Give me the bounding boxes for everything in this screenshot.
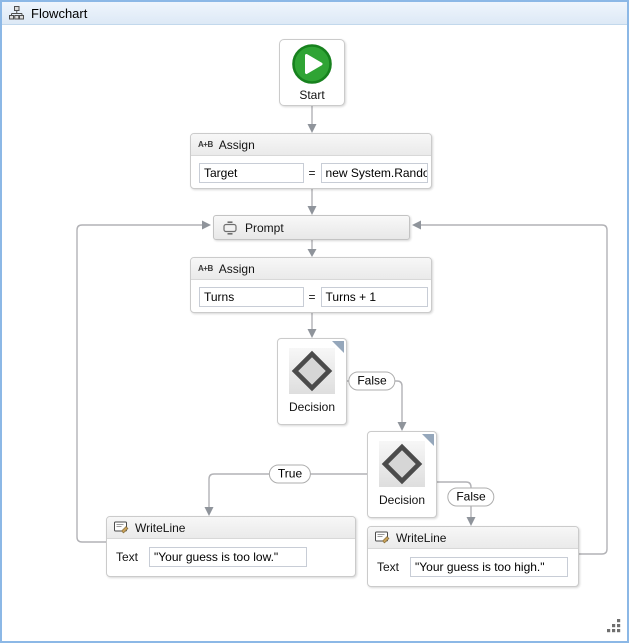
arrowhead-into-prompt-left xyxy=(202,220,211,230)
assign-title: Assign xyxy=(218,261,255,276)
decision-second-node[interactable]: Decision xyxy=(367,431,437,518)
writeline-icon xyxy=(114,521,129,534)
prompt-title: Prompt xyxy=(245,220,284,235)
assign-turns-node[interactable]: A+B Assign Turns = Turns + 1 xyxy=(190,257,432,313)
arrowhead-into-prompt-right xyxy=(412,220,421,230)
arrowhead-into-assign1 xyxy=(307,124,317,133)
writeline-low-node[interactable]: WriteLine Text "Your guess is too low." xyxy=(106,516,356,577)
start-node[interactable]: Start xyxy=(279,39,345,106)
arrowhead-into-decision1 xyxy=(307,329,317,338)
writeline-high-node[interactable]: WriteLine Text "Your guess is too high." xyxy=(367,526,579,587)
decision-label: Decision xyxy=(288,400,336,414)
collapse-corner-icon[interactable] xyxy=(332,341,344,353)
writeline-title: WriteLine xyxy=(135,520,186,535)
activity-icon xyxy=(223,220,237,235)
arrowhead-into-assign2 xyxy=(307,249,317,257)
designer-header[interactable]: Flowchart xyxy=(2,2,627,25)
start-label: Start xyxy=(299,88,325,102)
assign-icon: A+B xyxy=(198,264,213,273)
decision-diamond-icon xyxy=(291,350,333,392)
decision-first-node[interactable]: Decision xyxy=(277,338,347,425)
text-label: Text xyxy=(377,560,400,574)
writeline-title: WriteLine xyxy=(396,530,447,545)
assign-to-field[interactable]: Target xyxy=(199,163,304,183)
assign-value-field[interactable]: Turns + 1 xyxy=(320,287,428,307)
branch-label-true: True xyxy=(268,464,312,484)
decision-icon-panel xyxy=(379,441,425,487)
connector-loop-left xyxy=(76,224,202,543)
decision-icon-panel xyxy=(289,348,335,394)
decision-label: Decision xyxy=(378,493,426,507)
equals-sign: = xyxy=(308,166,316,180)
writeline-text-field[interactable]: "Your guess is too high." xyxy=(410,557,569,577)
branch-label-false-1: False xyxy=(348,371,396,391)
assign-icon: A+B xyxy=(198,140,213,149)
assign-to-field[interactable]: Turns xyxy=(199,287,304,307)
arrowhead-into-prompt-top xyxy=(307,206,317,215)
resize-grip[interactable] xyxy=(607,619,622,634)
assign-target-node[interactable]: A+B Assign Target = new System.Random xyxy=(190,133,432,189)
writeline-low-header[interactable]: WriteLine xyxy=(107,517,355,539)
text-label: Text xyxy=(116,550,139,564)
arrowhead-into-writeline-low xyxy=(204,507,214,516)
prompt-node[interactable]: Prompt xyxy=(213,215,410,240)
arrowhead-into-decision2 xyxy=(397,422,407,431)
assign-title: Assign xyxy=(218,137,255,152)
flowchart-icon xyxy=(9,6,24,20)
equals-sign: = xyxy=(308,290,316,304)
writeline-text-field[interactable]: "Your guess is too low." xyxy=(149,547,308,567)
collapse-corner-icon[interactable] xyxy=(422,434,434,446)
writeline-icon xyxy=(375,531,390,544)
connector-loop-right xyxy=(421,224,608,555)
decision-diamond-icon xyxy=(381,443,423,485)
branch-label-false-2: False xyxy=(447,487,495,507)
designer-title: Flowchart xyxy=(31,5,88,21)
writeline-high-header[interactable]: WriteLine xyxy=(368,527,578,549)
assign-turns-header[interactable]: A+B Assign xyxy=(191,258,431,280)
assign-target-header[interactable]: A+B Assign xyxy=(191,134,431,156)
assign-value-field[interactable]: new System.Random xyxy=(320,163,428,183)
start-icon xyxy=(292,44,332,84)
arrowhead-into-writeline-high xyxy=(466,517,476,526)
